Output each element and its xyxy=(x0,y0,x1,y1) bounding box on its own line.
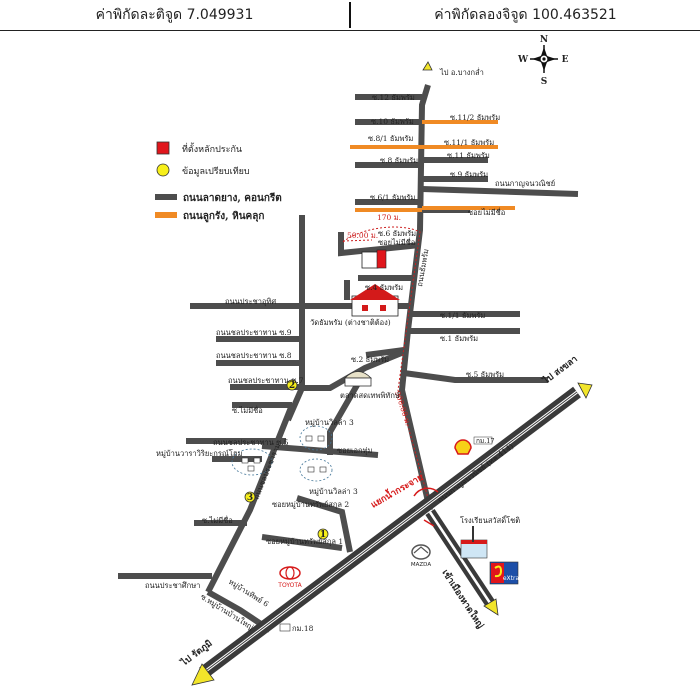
label-soi6-1: ซ.6/1 ธัมพรัม xyxy=(370,193,415,202)
header-divider xyxy=(349,2,351,28)
label-soi8-1: ซ.8/1 ธัมพรัม xyxy=(368,134,413,143)
label-rd-prachasuksa: ถนนประชาศึกษา xyxy=(145,581,200,590)
label-village-3a: หมู่บ้านวิลล่า 3 xyxy=(305,418,354,427)
label-soi10: ซ.10 ธัมพรัม xyxy=(371,117,414,126)
label-soi-noname-3: ซ.ไม่มีชื่อ xyxy=(232,405,263,415)
label-soi-noname-2: ซอยไม่มีชื่อ xyxy=(378,237,415,247)
label-soi-village-sakul2: ซอยหมู่บ้านทรัพย์สกุล 2 xyxy=(272,500,349,509)
survey-num-1: 1 xyxy=(320,530,326,540)
label-village-wara: หมู่บ้านวาราวิริยะกรณ์โฮม xyxy=(156,449,242,458)
label-to-bang-klam: ไป อ.บางกล่ำ xyxy=(439,67,484,77)
label-km17: กม.17 xyxy=(476,437,495,445)
arrow-hat-yai-icon xyxy=(483,598,499,616)
longitude-label: ค่าพิกัดลองจิจูด 100.463521 xyxy=(434,7,617,23)
arrow-rattaphum-icon xyxy=(191,663,215,686)
label-toyota: TOYOTA xyxy=(277,582,302,589)
intersection-marker xyxy=(413,487,439,497)
label-soi11-1: ซ.11/1 ธัมพรัม xyxy=(444,138,494,147)
survey-point-1 xyxy=(317,528,329,540)
compass-south: S xyxy=(541,77,548,87)
legend-site-swatch xyxy=(156,141,170,155)
survey-num-2: 2 xyxy=(289,381,295,391)
highway-414 xyxy=(191,61,593,686)
legend-asphalt: ถนนลาดยาง, คอนกรีต xyxy=(183,192,282,204)
coordinate-header: ค่าพิกัดละติจูด 7.049931 ค่าพิกัดลองจิจู… xyxy=(0,0,700,31)
label-prachasamphan5: ถนนชลประชาทาน ซ.5 xyxy=(213,438,289,447)
arrow-songkhla-icon xyxy=(577,382,593,399)
label-km18: กม.18 xyxy=(292,624,314,633)
legend-laterite: ถนนลูกรัง, หินคลุก xyxy=(183,210,264,223)
arrow-bang-klam-icon xyxy=(422,61,433,71)
school-icon xyxy=(460,526,488,559)
label-soi9: ซ.9 ธัมพรัม xyxy=(450,170,488,179)
legend-site: ที่ตั้งหลักประกัน xyxy=(182,142,242,155)
survey-num-3: 3 xyxy=(247,493,253,503)
main-road-thamphram xyxy=(398,84,433,511)
label-soi11: ซ.11 ธัมพรัม xyxy=(447,151,490,160)
toyota-logo xyxy=(279,566,301,580)
legend-survey-swatch xyxy=(156,163,170,177)
temple-icon xyxy=(350,284,400,317)
label-soi6: ซ.6 ธัมพรัม xyxy=(378,229,416,238)
shell-icon xyxy=(454,439,472,455)
label-soi4: ซ.4 ธัมพรัม xyxy=(365,283,403,292)
site-plot xyxy=(361,251,379,269)
label-prachasamphan7: ถนนชลประชาทาน ซ.7 xyxy=(228,376,304,385)
extra-logo xyxy=(489,561,519,585)
legend-survey: ข้อมูลเปรียบเทียบ xyxy=(182,166,250,177)
latitude-label: ค่าพิกัดละติจูด 7.049931 xyxy=(95,7,254,23)
label-rd-kanjanavanich-414: ถนนกาญจนวนิชย์ (ทล.414) xyxy=(436,442,516,505)
label-to-songkhla: ไป สงขลา xyxy=(540,353,580,387)
label-mazda: MAZDA xyxy=(411,562,431,568)
mazda-logo xyxy=(411,544,431,560)
compass-rose-icon xyxy=(530,45,558,73)
market-icon xyxy=(344,371,372,387)
label-soi-noname-1: ซอยไม่มีชื่อ xyxy=(468,207,505,217)
village-houses-icon xyxy=(241,435,327,473)
label-rd-kanjanawanit: ถนนกาญจนวณิชย์ xyxy=(495,179,555,188)
label-prachasamphan9: ถนนชลประชาทาน ซ.9 xyxy=(216,328,292,337)
label-village-3b: หมู่บ้านวิลล่า 3 xyxy=(309,487,358,496)
label-soi5: ซ.5 ธัมพรัม xyxy=(466,370,504,379)
label-wat: วัดธัมพรัม (ต่างชาติต้อง) xyxy=(310,318,391,327)
compass-east: E xyxy=(562,55,569,65)
distance-path xyxy=(342,226,429,499)
label-extra: eXtra xyxy=(503,575,520,582)
label-soi8: ซ.8 ธัมพรัม xyxy=(380,156,418,165)
label-dist-50: 50.00 ม. xyxy=(347,231,378,240)
label-rd-prachaprom: ถนนชลประชาราม xyxy=(252,442,283,501)
site-marker xyxy=(376,249,387,269)
intersection-tick xyxy=(423,519,435,527)
km17-sign xyxy=(473,436,493,445)
label-soi11-2: ซ.11/2 ธัมพรัม xyxy=(450,113,500,122)
label-dist-170: 170 ม. xyxy=(377,213,401,222)
distance-short xyxy=(342,239,373,242)
compass-west: W xyxy=(517,55,529,65)
label-market: ตลาดสดเทพพิทักษ์ xyxy=(340,391,400,400)
label-hotel: โรงเรียนสวัสดิ์โชติ xyxy=(460,515,520,525)
village-areas xyxy=(231,425,333,482)
label-soi1: ซ.1 ธัมพรัม xyxy=(440,334,478,343)
label-to-hat-yai: เข้าเมืองหาดใหญ่ xyxy=(439,567,486,631)
survey-point-3 xyxy=(244,491,256,503)
km18-sign-icon xyxy=(279,623,291,632)
label-soi1-1: ซ.1/1 ธัมพรัม xyxy=(440,311,485,320)
label-soi-village-sakul1: ซอยหมู่บ้านทรัพย์สกุล 1 xyxy=(266,537,343,546)
label-prachasamphan8: ถนนชลประชาทาน ซ.8 xyxy=(216,351,292,360)
label-soi-eoktum: ซอยเอกทุ่ม xyxy=(337,446,373,455)
label-soi-noname-4: ซ.ไม่มีชื่อ xyxy=(202,515,233,525)
label-soi12: ซ.12 ธัมพรัม xyxy=(372,93,415,102)
laterite-roads xyxy=(350,120,515,212)
survey-point-2 xyxy=(286,379,298,391)
label-soi2: ซ.2 ธัมพรัม xyxy=(351,355,389,364)
compass-north: N xyxy=(540,35,548,45)
label-rd-prachautit: ถนนประชาอุทิศ xyxy=(225,297,276,306)
